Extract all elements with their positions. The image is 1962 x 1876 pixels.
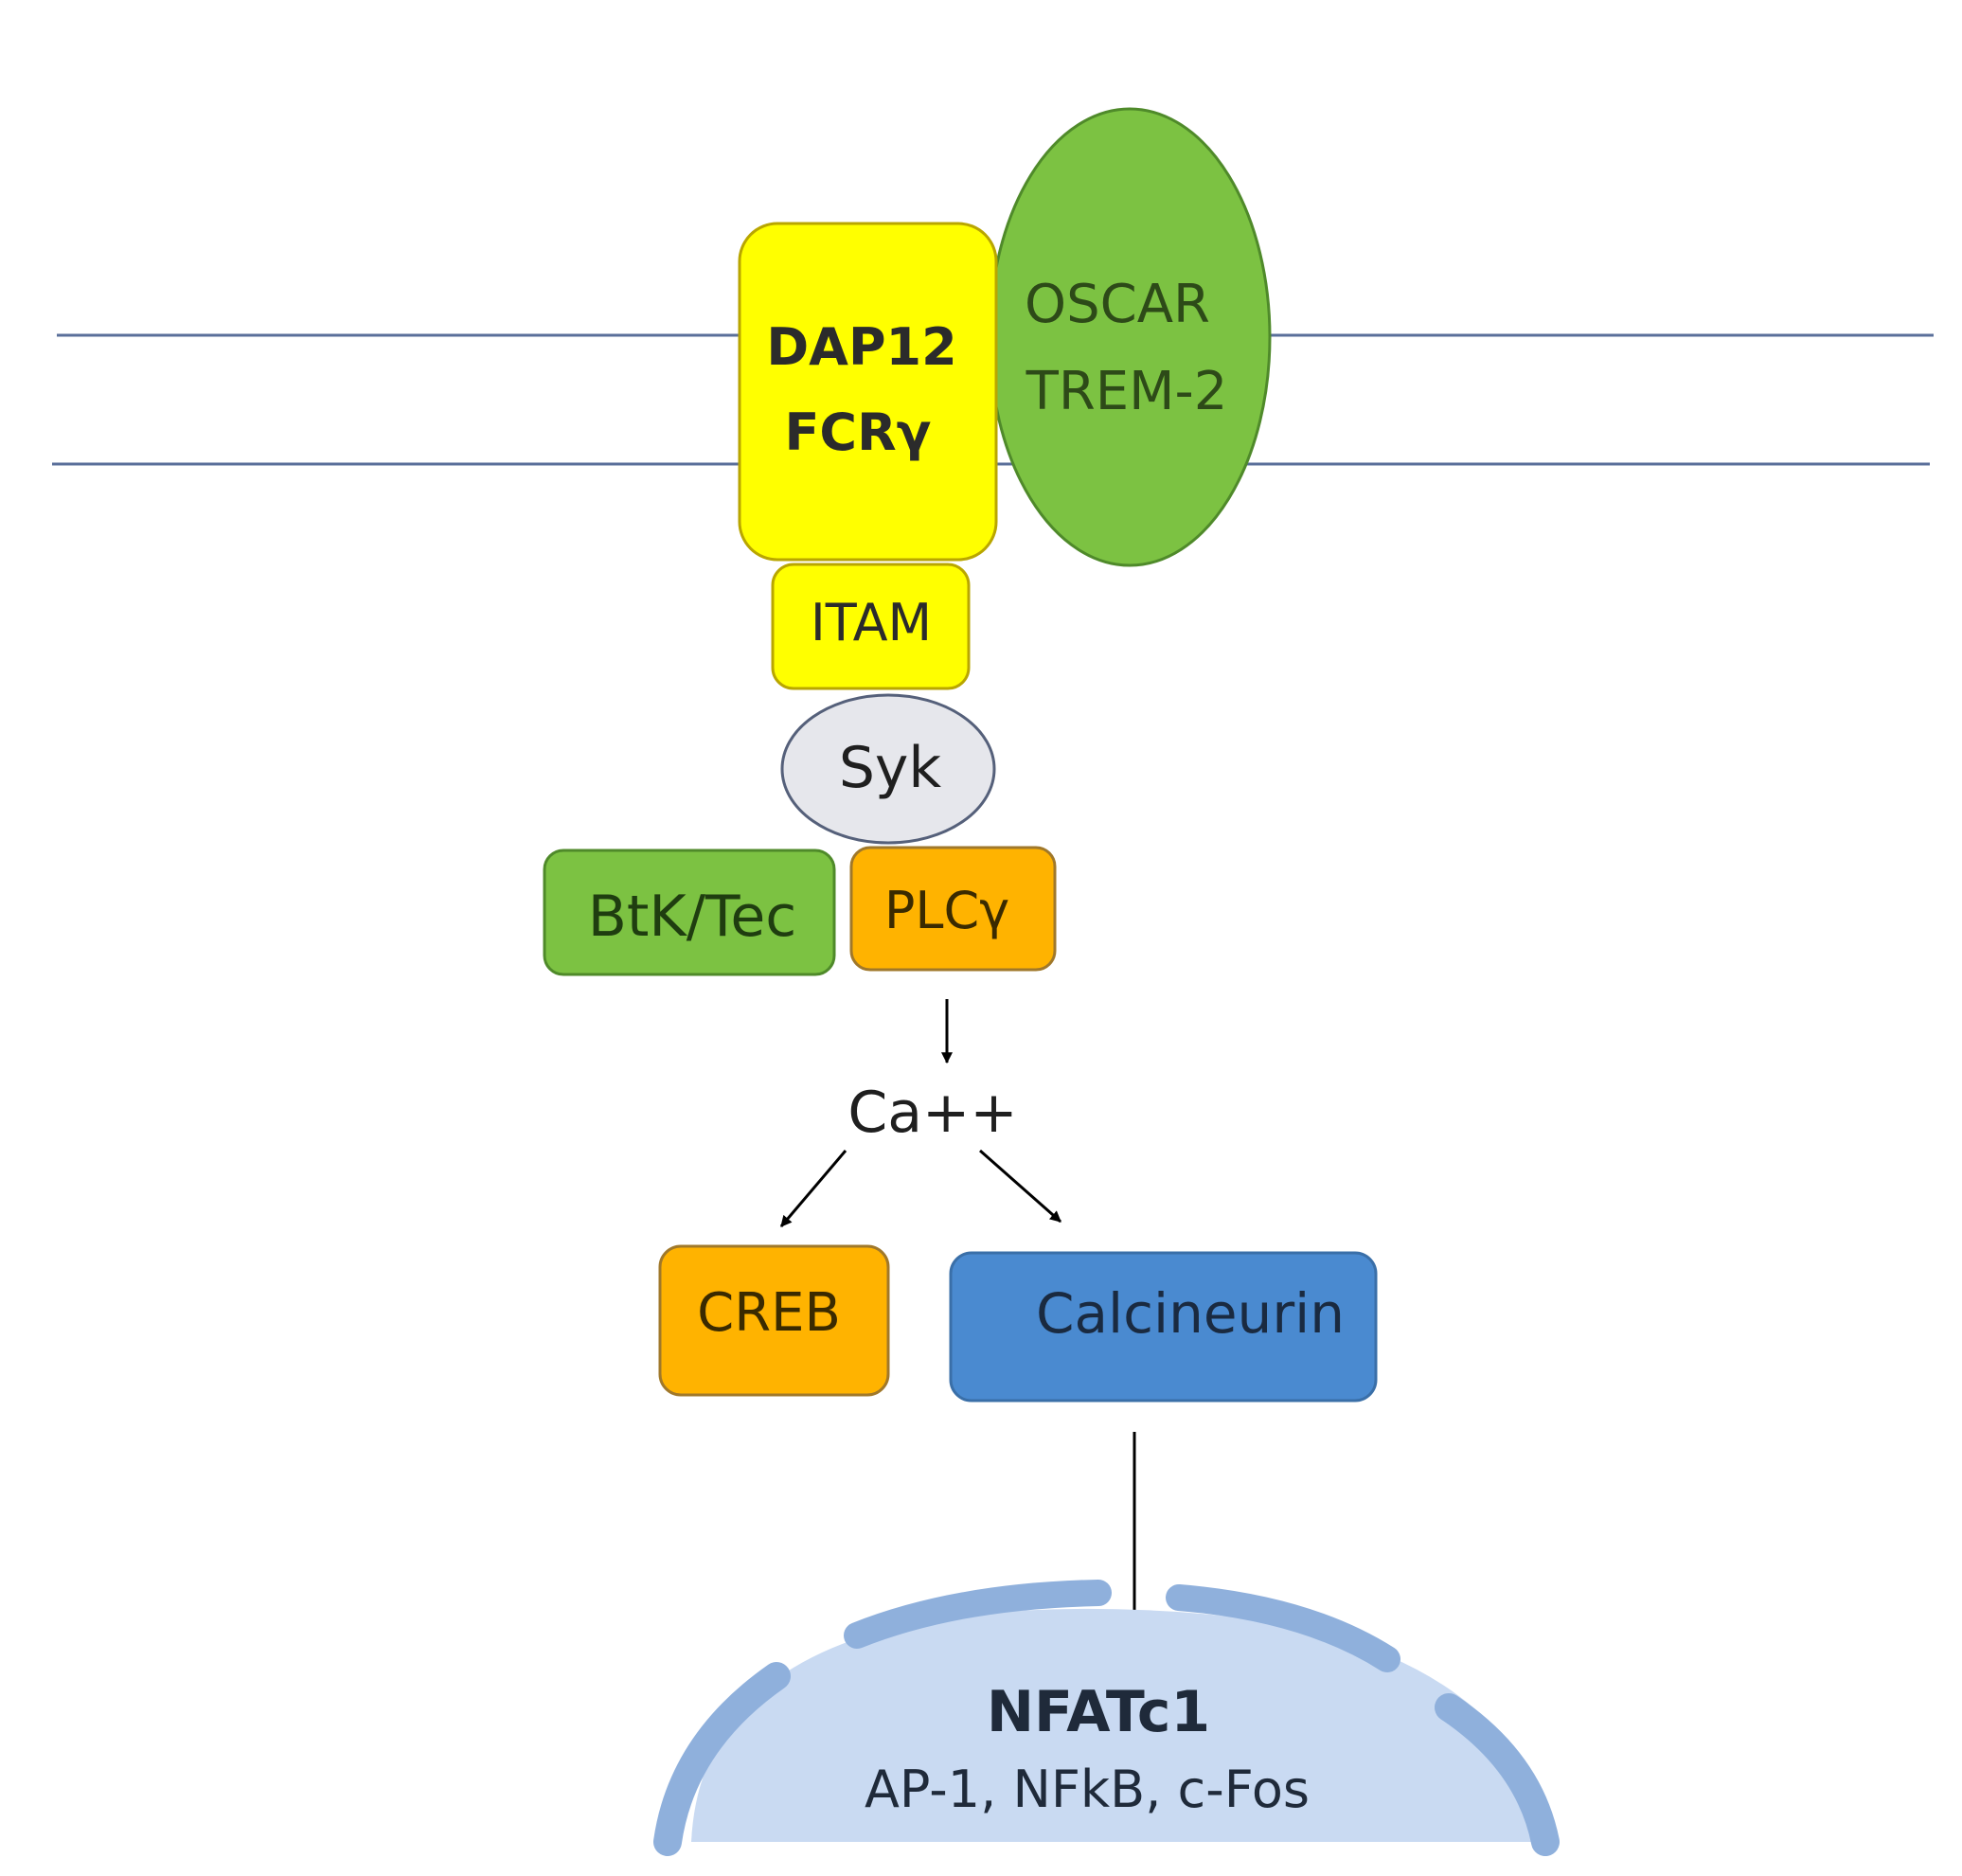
fcrg-label: FCRγ [785,402,932,462]
oscar-label: OSCAR [1025,274,1210,335]
nuclear-envelope-segment [653,1662,791,1856]
calcium-label: Ca++ [847,1080,1017,1146]
transcription-factors-label: AP-1, NFkB, c-Fos [865,1760,1310,1819]
itam-shape [771,563,971,690]
dap12-fcrg-adaptor: DAP12 FCRγ [738,222,998,562]
creb-factor: CREB [658,1244,890,1397]
btk-tec-kinase: BtK/Tec [543,849,836,976]
syk-kinase: Syk [780,693,996,845]
itam-motif: ITAM [771,563,971,690]
plc-gamma-label: PLCγ [884,881,1009,940]
btk-tec-shape [543,849,836,976]
nuclear-envelope-segment [1166,1584,1400,1672]
syk-shape [780,693,996,845]
nucleus: NFATc1 AP-1, NFkB, c-Fos [653,1580,1560,1856]
nfatc1-label: NFATc1 [987,1679,1210,1745]
arrow-calcium-to-calcineurin [979,1149,1061,1224]
calcineurin-phosphatase: Calcineurin [949,1251,1378,1403]
nucleus-body [691,1608,1553,1842]
oscar-trem2-receptor: OSCAR TREM-2 [988,107,1272,567]
plc-gamma-shape [849,846,1057,972]
plc-gamma: PLCγ [849,846,1057,972]
dap12-label: DAP12 [766,317,956,377]
calcineurin-shape [949,1251,1378,1403]
oscar-trem2-shape [988,107,1272,567]
creb-shape [658,1244,890,1397]
dap12-fcrg-shape [738,222,998,562]
calcineurin-label: Calcineurin [1036,1281,1345,1346]
trem2-label: TREM-2 [1026,361,1228,422]
btk-tec-label: BtK/Tec [588,884,797,950]
nuclear-envelope-segment [844,1580,1112,1649]
nuclear-envelope-segment [1435,1693,1560,1856]
creb-label: CREB [697,1282,841,1344]
syk-label: Syk [839,735,942,801]
arrow-calcium-to-creb [779,1150,847,1227]
itam-label: ITAM [811,593,932,652]
